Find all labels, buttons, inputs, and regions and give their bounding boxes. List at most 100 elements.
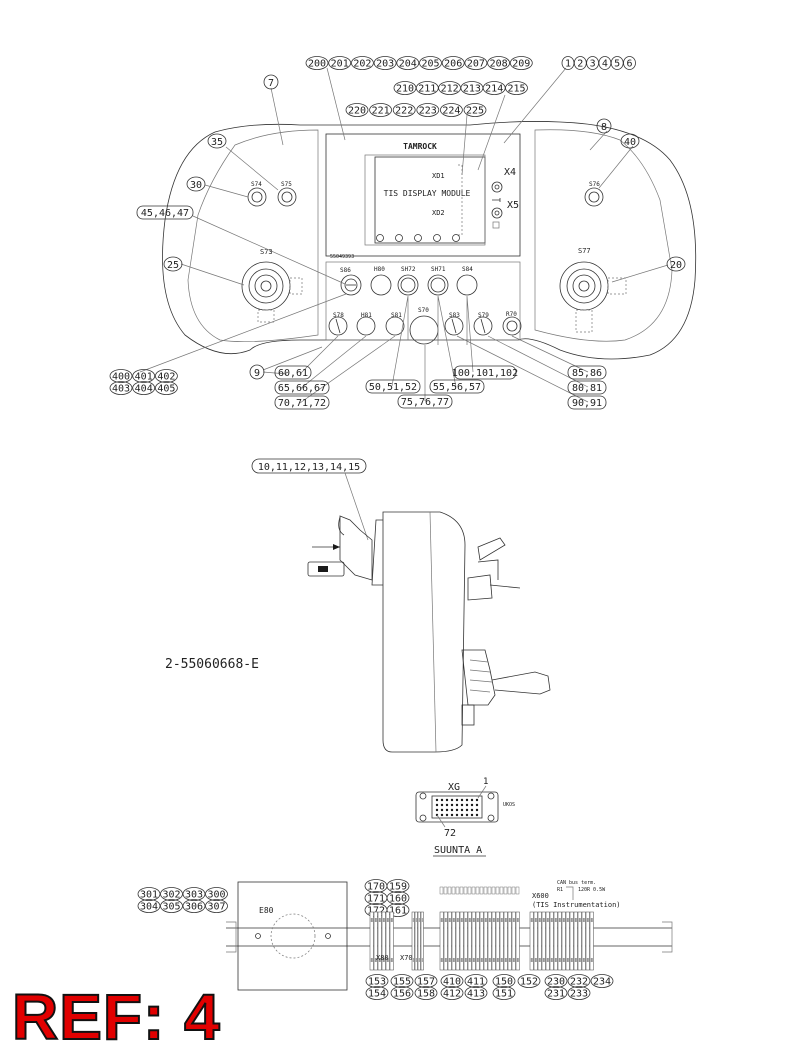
wire-tag [499, 886, 504, 895]
connector-pin [455, 798, 459, 802]
callout-bubble [350, 56, 374, 70]
callout-156: 156 [393, 989, 411, 1000]
callout-9: 9 [249, 364, 265, 380]
terminal-marker [382, 958, 385, 962]
side-plug [461, 704, 475, 726]
terminal-marker [452, 958, 455, 962]
key-icon [492, 198, 501, 202]
callout-60-61: 60,61 [278, 368, 308, 379]
softkey-5 [452, 234, 460, 242]
terminal-block [414, 911, 418, 971]
callout-bubble [154, 381, 178, 395]
callout-305: 305 [162, 902, 180, 913]
callout-bubble [492, 986, 516, 1000]
callout-206: 206 [444, 59, 462, 70]
terminal-marker [421, 918, 423, 922]
terminal-block [557, 911, 562, 971]
terminal-marker [504, 918, 507, 922]
lower-control-area [325, 261, 521, 341]
callout-153: 153 [368, 977, 386, 988]
terminal-block [585, 911, 590, 971]
knob-s76: S76 [584, 181, 604, 207]
svg-text:30: 30 [190, 180, 202, 191]
terminal-marker [444, 958, 447, 962]
terminal-marker [484, 918, 487, 922]
connector-pin [470, 813, 474, 817]
callout-35: 35 [207, 133, 227, 149]
connector-pin [440, 803, 444, 807]
callout-80-81: 80,81 [572, 383, 602, 394]
callout-214: 214 [485, 84, 503, 95]
svg-text:25: 25 [167, 260, 179, 271]
clip-detail [318, 566, 328, 572]
callout-205: 205 [421, 59, 439, 70]
connector-pin [470, 803, 474, 807]
callout-bubble [416, 103, 440, 117]
terminal-marker [480, 958, 483, 962]
callout-232: 232 [570, 977, 588, 988]
callout-413: 413 [467, 989, 485, 1000]
connector-pin [455, 813, 459, 817]
callout-208: 208 [490, 59, 508, 70]
e80-screw-1 [255, 933, 261, 939]
control-panel-side-view: 10,11,12,13,14,15 2-55060668-E [165, 458, 551, 753]
callout-90-91: 90,91 [572, 398, 602, 409]
callout-150: 150 [495, 977, 513, 988]
svg-text:7: 7 [268, 78, 274, 89]
wire-tag [471, 886, 476, 895]
callout-405: 405 [157, 384, 175, 395]
side-step [477, 559, 499, 580]
terminal-marker [590, 958, 593, 962]
connector-pin [470, 808, 474, 812]
callout-bubble [109, 381, 133, 395]
terminal-marker [500, 958, 503, 962]
callout-bubble [544, 974, 568, 988]
s81-label: S81 [391, 312, 402, 319]
terminal-block [565, 911, 570, 971]
terminal-block [569, 911, 574, 971]
h80-label: H80 [374, 266, 385, 273]
wire-tag [483, 886, 488, 895]
connector-pin [440, 813, 444, 817]
wire-tag [443, 886, 448, 895]
terminal-marker [480, 918, 483, 922]
callout-bubble [440, 986, 464, 1000]
callout-400: 400 [112, 372, 130, 383]
terminal-block [495, 911, 500, 971]
callout-4: 4 [602, 59, 608, 70]
joystick-s73: S73 [241, 248, 303, 323]
callout-231: 231 [547, 989, 565, 1000]
wire-tag [487, 886, 492, 895]
terminal-block [529, 911, 534, 971]
terminal-marker [468, 958, 471, 962]
display-housing [325, 133, 521, 257]
connector-pin [445, 798, 449, 802]
connector-pin [445, 803, 449, 807]
terminal-marker [464, 958, 467, 962]
callout-212: 212 [441, 84, 459, 95]
terminal-marker [390, 918, 393, 922]
sh71-label: SH71 [431, 266, 446, 273]
callout-bubble [345, 103, 369, 117]
connector-xd2-label: XD2 [432, 209, 445, 217]
mount-hole-1 [419, 792, 427, 800]
callout-bubble [365, 986, 389, 1000]
e80-box [237, 881, 348, 991]
callout-158: 158 [417, 989, 435, 1000]
callout-306: 306 [185, 902, 203, 913]
terminal-marker [421, 958, 423, 962]
callout-160: 160 [389, 894, 407, 905]
callout-157: 157 [417, 977, 435, 988]
callout-213: 213 [463, 84, 481, 95]
pin-72-leader [436, 814, 446, 828]
callout-170: 170 [367, 882, 385, 893]
terminal-marker [496, 918, 499, 922]
terminal-marker [508, 958, 511, 962]
callout-6: 6 [626, 59, 632, 70]
connector-insert [431, 795, 483, 819]
terminal-block [463, 911, 468, 971]
